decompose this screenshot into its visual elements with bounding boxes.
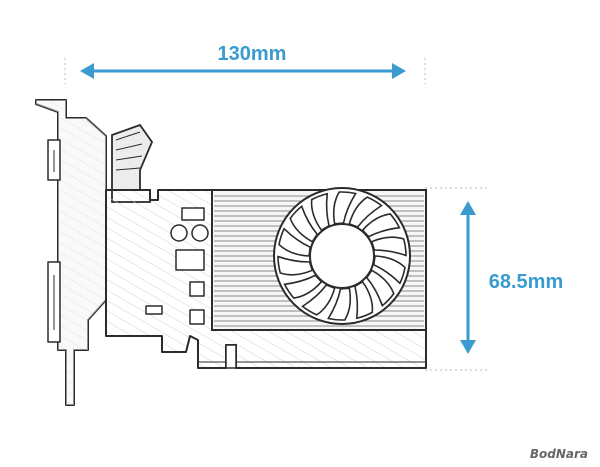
component-chip-small-1 — [189, 281, 205, 297]
ribbon-line-4 — [115, 167, 141, 171]
fan-blade — [278, 227, 312, 257]
cooling-fan — [273, 187, 411, 325]
bracket-plate-base — [36, 100, 106, 405]
component-chip-square — [175, 249, 205, 271]
watermark-text: BodNara — [530, 447, 588, 461]
fan-blade — [310, 192, 330, 232]
fan-blade — [361, 213, 401, 238]
ribbon-line-1 — [115, 131, 141, 141]
component-resistor — [145, 305, 163, 315]
fan-blade — [348, 196, 383, 228]
fan-blade — [372, 255, 406, 285]
fan-blades — [277, 191, 407, 321]
capacitor-left — [170, 224, 188, 242]
width-label: 130mm — [218, 43, 287, 65]
ribbon-line-2 — [115, 143, 143, 151]
pcie-key-notch — [225, 344, 237, 369]
fan-blade — [332, 191, 357, 225]
fan-hub — [309, 223, 375, 289]
width-arrowhead-left — [80, 63, 94, 79]
fan-blade — [301, 284, 336, 316]
width-dimension: 130mm — [64, 43, 426, 84]
height-dimension: 68.5mm — [425, 187, 564, 371]
io-bracket — [35, 99, 107, 406]
fan-blade — [283, 274, 323, 299]
height-label: 68.5mm — [489, 271, 564, 293]
ribbon-line-3 — [115, 155, 143, 161]
fan-blade — [365, 269, 395, 308]
capacitor-right — [191, 224, 209, 242]
fan-blade — [277, 255, 314, 276]
width-arrowhead-right — [392, 63, 406, 79]
fan-blade — [370, 236, 407, 257]
component-chip-small-2 — [189, 309, 205, 325]
height-arrowhead-top — [460, 201, 476, 215]
fan-blade — [327, 287, 352, 321]
fan-blade — [354, 280, 374, 320]
height-arrowhead-bottom — [460, 340, 476, 354]
fan-blade — [289, 204, 319, 243]
pcie-connector — [198, 344, 426, 369]
component-chip-top — [181, 207, 205, 221]
